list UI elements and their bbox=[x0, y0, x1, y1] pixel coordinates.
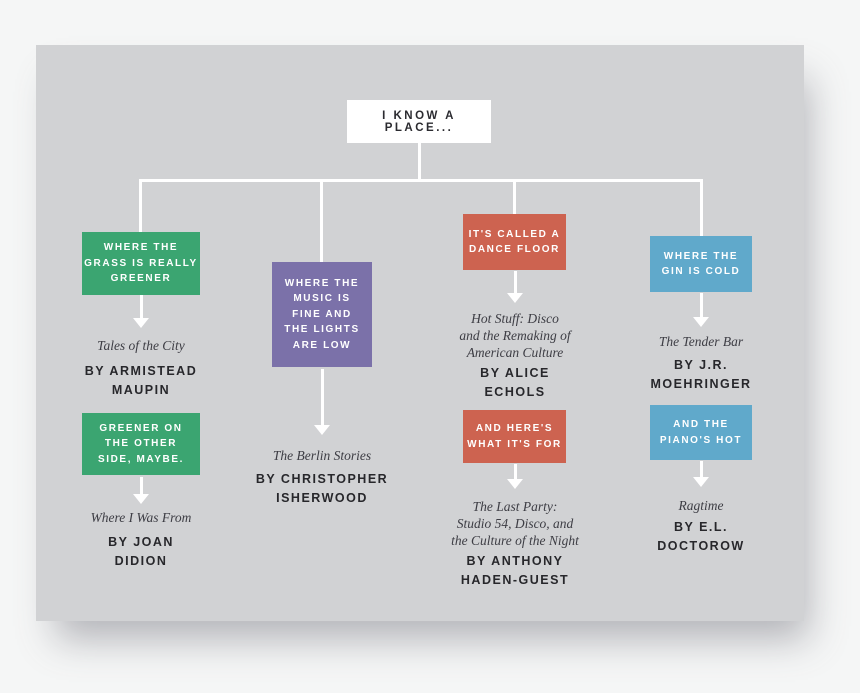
flow-node-label: WHERE THE GIN IS COLD bbox=[661, 250, 741, 278]
arrow-down-icon bbox=[693, 461, 709, 487]
root-node: I KNOW A PLACE... bbox=[347, 100, 491, 143]
flow-node-label: IT'S CALLED A DANCE FLOOR bbox=[468, 228, 561, 256]
flow-node-pianos-hot: AND THE PIANO'S HOT bbox=[650, 405, 752, 460]
book-author: BY E.L. DOCTOROW bbox=[657, 520, 745, 553]
connector-root-stem bbox=[418, 142, 421, 181]
book-title: The Tender Bar bbox=[658, 334, 744, 349]
arrow-down-icon bbox=[133, 477, 149, 504]
book-title: Tales of the City bbox=[97, 338, 185, 353]
arrow-down-icon bbox=[314, 369, 330, 435]
root-node-label: I KNOW A PLACE... bbox=[382, 109, 456, 134]
arrow-down-icon bbox=[693, 293, 709, 327]
book-title: The Berlin Stories bbox=[272, 448, 372, 463]
flow-node-label: AND THE PIANO'S HOT bbox=[659, 419, 743, 446]
flow-node-music-is-fine: WHERE THE MUSIC IS FINE AND THE LIGHTS A… bbox=[272, 262, 372, 367]
book-author: BY ANTHONY HADEN-GUEST bbox=[460, 554, 570, 587]
flow-node-label: WHERE THE GRASS IS REALLY GREENER bbox=[84, 242, 198, 285]
connector-drop-column-1 bbox=[139, 179, 142, 234]
book-author: BY J.R. MOEHRINGER bbox=[650, 358, 752, 391]
book-title: The Last Party: Studio 54, Disco, and th… bbox=[451, 499, 579, 548]
book-title: Hot Stuff: Disco and the Remaking of Ame… bbox=[459, 311, 571, 360]
book-author: BY CHRISTOPHER ISHERWOOD bbox=[255, 472, 389, 505]
connector-horizontal bbox=[139, 179, 703, 182]
arrow-down-icon bbox=[133, 295, 149, 328]
book-author: BY ARMISTEAD MAUPIN bbox=[84, 364, 198, 397]
book-author: BY ALICE ECHOLS bbox=[480, 366, 550, 399]
flow-node-what-its-for: AND HERE'S WHAT IT'S FOR bbox=[463, 410, 566, 463]
flow-node-label: WHERE THE MUSIC IS FINE AND THE LIGHTS A… bbox=[284, 277, 360, 351]
flow-node-gin-is-cold: WHERE THE GIN IS COLD bbox=[650, 236, 752, 292]
connector-drop-column-4 bbox=[700, 179, 703, 238]
connector-drop-column-3 bbox=[513, 179, 516, 216]
flow-node-dance-floor: IT'S CALLED A DANCE FLOOR bbox=[463, 214, 566, 270]
flow-node-label: GREENER ON THE OTHER SIDE, MAYBE. bbox=[97, 422, 185, 465]
book-author: BY JOAN DIDION bbox=[108, 535, 174, 568]
arrow-down-icon bbox=[507, 271, 523, 303]
book-title: Where I Was From bbox=[90, 510, 192, 525]
book-title: Ragtime bbox=[678, 498, 724, 513]
flow-node-grass-greener: WHERE THE GRASS IS REALLY GREENER bbox=[82, 232, 200, 295]
arrow-down-icon bbox=[507, 464, 523, 489]
flow-node-greener-other-side: GREENER ON THE OTHER SIDE, MAYBE. bbox=[82, 413, 200, 475]
flow-node-label: AND HERE'S WHAT IT'S FOR bbox=[467, 423, 562, 450]
connector-drop-column-2 bbox=[320, 179, 323, 264]
